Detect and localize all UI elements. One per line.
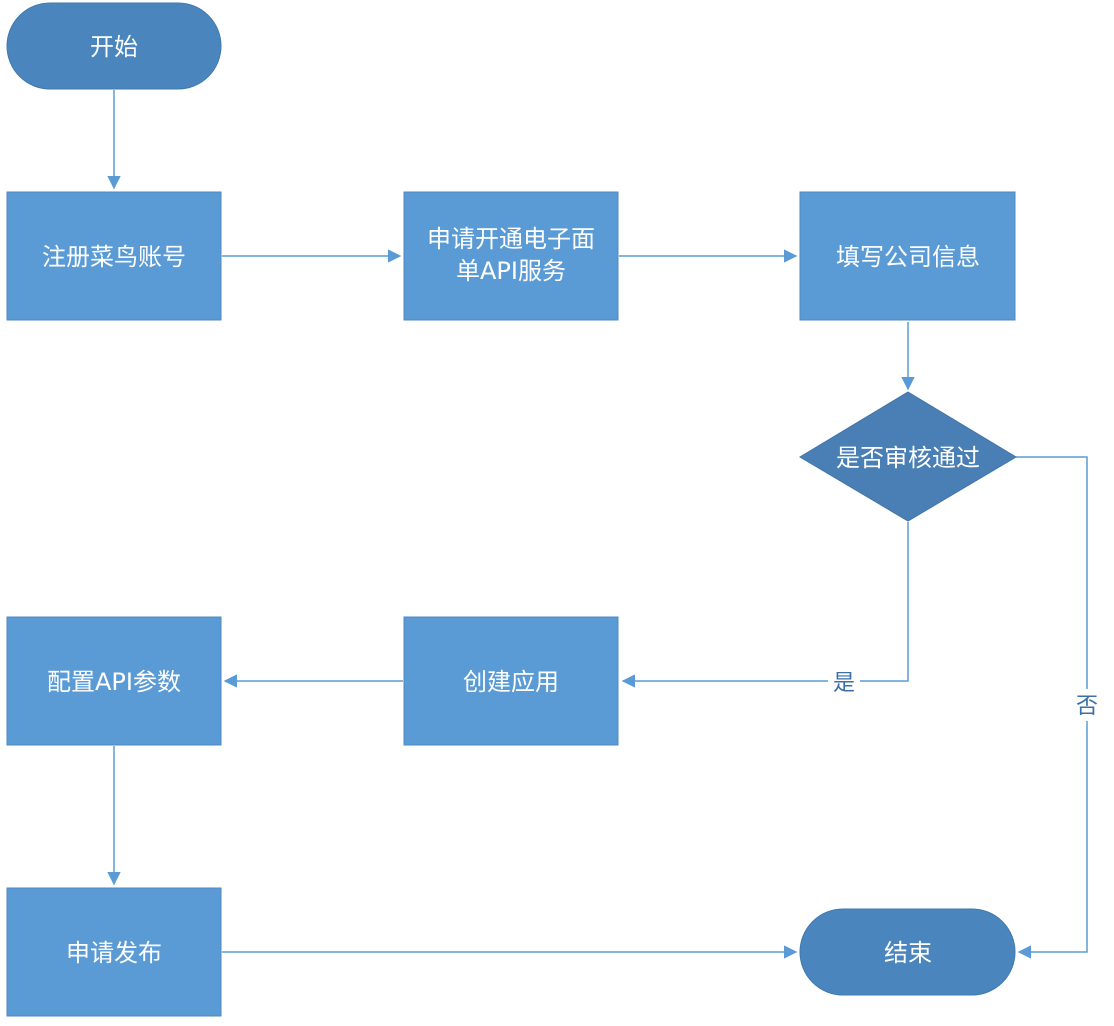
apply-label-line1: 申请开通电子面	[427, 225, 595, 253]
end-label: 结束	[884, 939, 932, 967]
create-app-node: 创建应用	[403, 616, 619, 746]
start-label: 开始	[90, 33, 138, 61]
start-node: 开始	[6, 2, 222, 90]
publish-node: 申请发布	[6, 887, 222, 1017]
review-label: 是否审核通过	[836, 444, 980, 472]
apply-label-line2: 单API服务	[456, 257, 566, 285]
publish-label: 申请发布	[66, 939, 162, 967]
review-decision-node: 是否审核通过	[799, 391, 1017, 522]
fill-info-label: 填写公司信息	[836, 243, 980, 271]
create-app-label: 创建应用	[463, 668, 559, 696]
config-node: 配置API参数	[6, 616, 222, 746]
register-label: 注册菜鸟账号	[42, 243, 186, 271]
fill-info-node: 填写公司信息	[799, 191, 1016, 321]
config-label: 配置API参数	[47, 668, 181, 696]
no-label-bg	[1073, 689, 1101, 721]
apply-node: 申请开通电子面 单API服务	[403, 191, 619, 321]
register-node: 注册菜鸟账号	[6, 191, 222, 321]
edge-review-yes-to-create-app	[621, 522, 909, 688]
yes-label: 是	[833, 671, 855, 696]
yes-label-bg	[828, 667, 860, 695]
end-node: 结束	[799, 908, 1016, 996]
no-label: 否	[1076, 694, 1098, 719]
